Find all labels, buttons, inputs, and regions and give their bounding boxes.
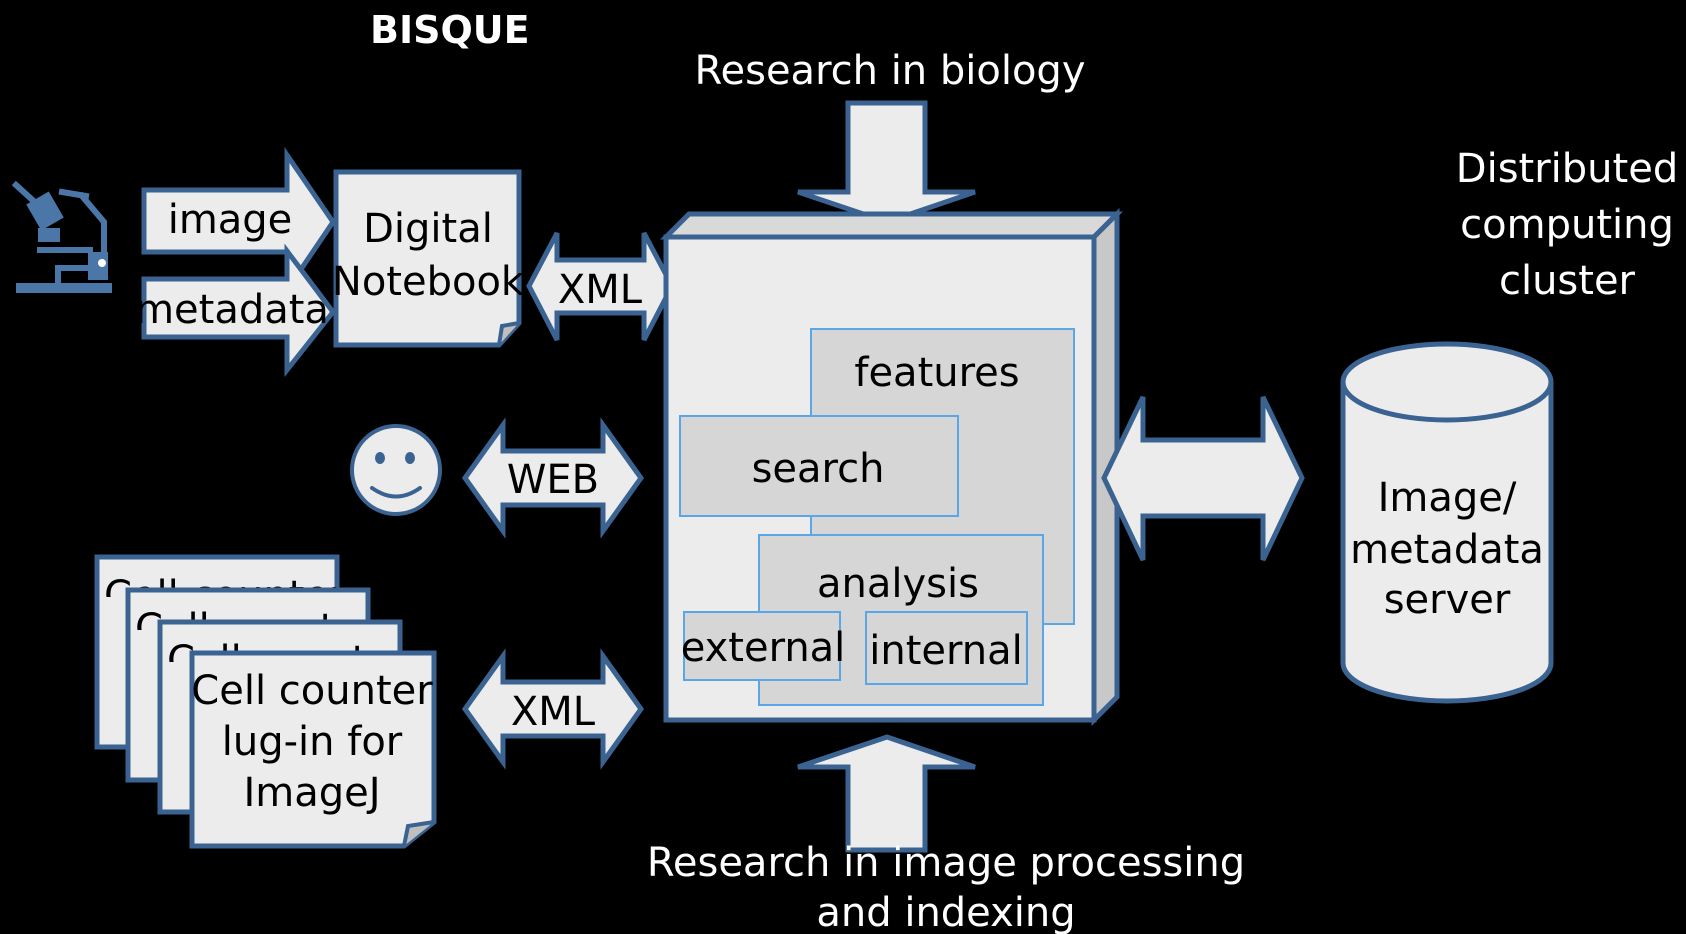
notebook-label-line1: Digital — [363, 206, 493, 252]
notebook-label-line2: Notebook — [332, 259, 525, 305]
image-metadata-server-cylinder — [1340, 341, 1554, 704]
search-module — [679, 415, 959, 517]
server-double-arrow — [1101, 395, 1305, 562]
diagram-title: BISQUE — [370, 8, 530, 52]
external-module — [683, 611, 841, 681]
server-label-line1: Image/ — [1378, 475, 1517, 521]
cluster-label-line1: Distributed — [1456, 146, 1678, 192]
web-double-arrow — [461, 417, 645, 539]
internal-module — [865, 611, 1028, 685]
image-input-arrow — [141, 146, 337, 299]
xml-bottom-double-arrow — [461, 648, 645, 770]
external-label: external — [681, 625, 846, 671]
notebook-fold — [497, 321, 520, 346]
plugin-card-fold — [402, 820, 435, 847]
cluster-label-line2: computing — [1460, 202, 1674, 248]
cluster-label-line3: cluster — [1499, 258, 1636, 304]
research-image-processing-line1: Research in image processing — [647, 840, 1245, 886]
metadata-input-label: metadata — [135, 287, 329, 333]
plugin-card-stack: Cell counter Cell counter Cell counter C… — [94, 554, 437, 849]
analysis-label: analysis — [817, 561, 979, 607]
server-label-line2: metadata — [1350, 527, 1544, 573]
xml-bottom-label: XML — [511, 689, 596, 735]
xml-top-label: XML — [558, 267, 643, 313]
server-label-line3: server — [1384, 577, 1511, 623]
search-label: search — [752, 446, 885, 492]
image-processing-up-arrow — [797, 734, 976, 853]
web-label: WEB — [507, 457, 599, 503]
microscope-icon — [11, 180, 112, 293]
biology-down-arrow — [797, 100, 976, 225]
internal-label: internal — [869, 628, 1022, 674]
plugin-card-line3: ImageJ — [243, 770, 380, 816]
research-image-processing-line2: and indexing — [816, 890, 1075, 934]
smiley-face-icon — [350, 424, 442, 516]
features-label: features — [854, 350, 1019, 396]
research-biology-label: Research in biology — [695, 48, 1086, 94]
image-input-label: image — [168, 197, 293, 243]
plugin-card-line2: lug-in for — [222, 719, 403, 765]
plugin-card-line1: Cell counter — [191, 668, 433, 714]
metadata-input-arrow — [141, 243, 337, 378]
